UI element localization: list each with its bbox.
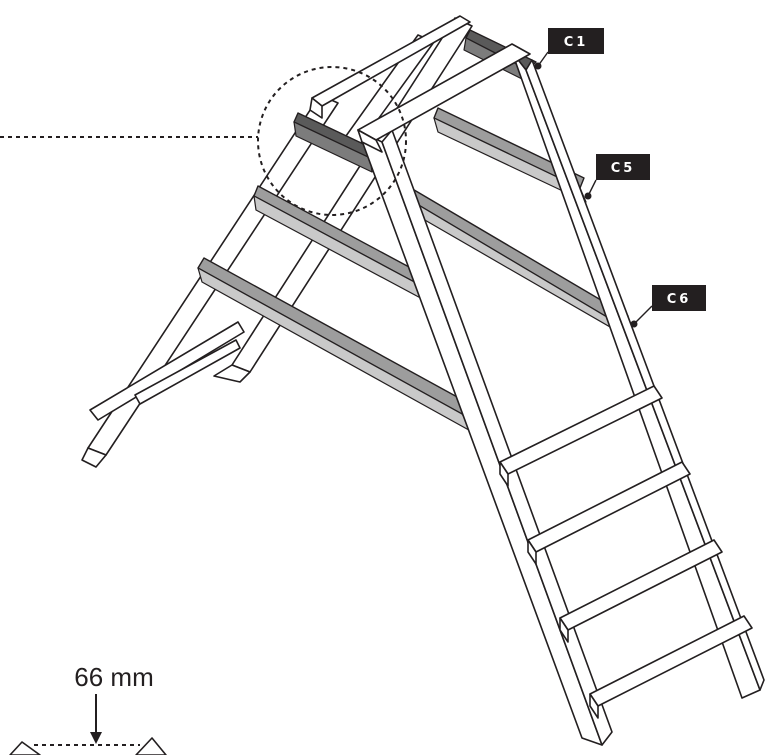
tag-c5-box — [596, 154, 650, 180]
rear-leg-inner-end — [213, 364, 251, 383]
step-4 — [589, 615, 753, 707]
rear-leg-outer-end — [81, 447, 107, 468]
dimension-arrow-head — [90, 732, 102, 744]
rear-top-beam-front — [309, 97, 323, 119]
tag-c6-dot — [630, 320, 638, 328]
tag-c5: C5 — [584, 154, 650, 200]
detail-part-left — [9, 741, 41, 755]
tag-c6-leader — [633, 305, 653, 325]
tag-c1-text: C1 — [564, 35, 589, 50]
front-frame — [357, 43, 765, 746]
step-1 — [499, 385, 663, 475]
rung-upper-dark-front — [293, 121, 373, 173]
detail-circle — [257, 66, 407, 216]
tag-c6-box — [652, 285, 706, 311]
dimension-annotation: 66 mm — [9, 662, 167, 755]
rear-lower-brace — [89, 321, 245, 421]
detail-part-right — [135, 737, 167, 755]
spreader-rungs — [197, 29, 637, 435]
step-3-front — [559, 617, 569, 643]
tag-c6: C6 — [630, 285, 706, 328]
front-leg-right-edge — [525, 59, 765, 691]
tag-c1: C1 — [534, 28, 604, 70]
dimension-label: 66 mm — [74, 662, 153, 692]
tag-c5-dot — [584, 192, 592, 200]
step-3 — [559, 539, 723, 631]
step-2 — [527, 461, 691, 553]
tag-c1-dot — [534, 62, 542, 70]
top-cap-front — [357, 129, 383, 153]
rear-lower-brace-2 — [134, 339, 241, 405]
tag-c5-text: C5 — [611, 161, 636, 176]
detail-callout — [0, 66, 407, 216]
step-1-front — [499, 461, 509, 487]
step-4-front — [589, 693, 599, 719]
tag-c6-text: C6 — [667, 292, 692, 307]
rung-c5-front — [433, 117, 587, 203]
step-2-front — [527, 539, 537, 565]
tag-c1-box — [548, 28, 604, 54]
